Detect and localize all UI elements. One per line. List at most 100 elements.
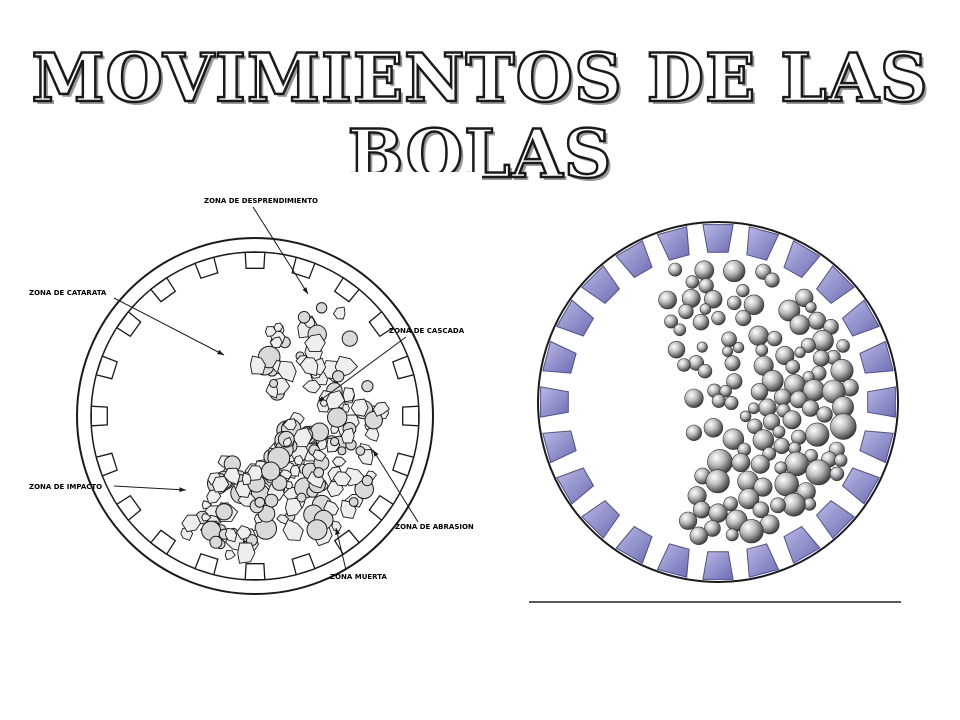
label-zona-catarata: ZONA DE CATARATA <box>29 289 107 297</box>
liner-plate <box>702 551 734 580</box>
liner-plate <box>656 543 690 578</box>
steel-ball <box>692 501 711 519</box>
rock <box>247 465 264 481</box>
steel-ball <box>755 343 769 357</box>
steel-ball <box>748 402 760 415</box>
rock <box>201 513 212 522</box>
steel-ball <box>801 399 820 417</box>
steel-ball <box>677 358 691 372</box>
ball <box>261 461 281 481</box>
liner-plate <box>391 355 415 380</box>
steel-ball <box>812 349 830 367</box>
ball <box>348 497 359 507</box>
liner-plate <box>149 276 177 303</box>
steel-ball <box>794 346 806 358</box>
rock <box>249 355 266 375</box>
ball <box>254 496 266 508</box>
mill-ball-rendering <box>522 200 906 610</box>
ball <box>332 370 345 383</box>
ball <box>361 475 373 487</box>
steel-ball <box>743 294 765 316</box>
rock <box>282 418 297 431</box>
slide-title: MOVIMIENTOS DE LAS BOLAS <box>0 39 960 194</box>
liner-plate <box>556 467 595 505</box>
liner-plate <box>291 256 316 280</box>
rock <box>282 519 304 541</box>
steel-ball <box>727 295 742 311</box>
liner-plate <box>859 430 894 464</box>
rock <box>319 399 328 407</box>
steel-ball <box>800 338 816 354</box>
rock <box>282 436 293 448</box>
steel-ball <box>789 314 810 335</box>
rock <box>341 427 355 444</box>
mill-zones-drawing: ZONA DE DESPRENDIMIENTO ZONA DE CATARATA… <box>29 197 474 595</box>
ball-charge <box>658 259 859 545</box>
rock <box>331 520 342 532</box>
leader-arrowhead <box>302 287 308 294</box>
leader-line <box>252 206 309 295</box>
steel-ball <box>738 488 760 510</box>
liner-plate <box>581 265 621 305</box>
liner-plate <box>194 256 219 280</box>
rock <box>332 471 352 487</box>
liner-plate <box>746 226 780 261</box>
steel-ball <box>775 346 795 366</box>
steel-ball <box>673 323 687 337</box>
leader-line <box>335 527 347 571</box>
rock <box>224 527 238 543</box>
steel-ball <box>664 314 678 329</box>
rock <box>277 360 297 383</box>
liner-plate <box>368 494 395 522</box>
rock <box>273 322 284 333</box>
steel-ball <box>711 310 726 326</box>
rock <box>237 542 256 564</box>
label-zona-impacto: ZONA DE IMPACTO <box>29 483 102 491</box>
ball <box>355 446 366 456</box>
leader-line <box>113 297 225 356</box>
rock <box>342 387 355 403</box>
steel-ball <box>723 496 738 512</box>
liner-plate <box>402 405 420 427</box>
ball <box>330 437 340 447</box>
steel-ball <box>764 272 780 288</box>
ball <box>297 311 311 324</box>
label-zona-desprendimiento: ZONA DE DESPRENDIMIENTO <box>204 197 318 205</box>
rock <box>331 456 347 467</box>
steel-ball <box>698 278 714 294</box>
leader-arrowhead <box>373 450 379 457</box>
steel-ball <box>703 418 724 438</box>
steel-ball <box>805 422 830 447</box>
steel-ball <box>708 503 728 523</box>
steel-ball <box>705 469 730 494</box>
mill-shell <box>76 237 434 595</box>
liner-plate <box>841 467 880 505</box>
steel-ball <box>811 329 834 352</box>
rock <box>264 326 277 337</box>
ball <box>315 302 328 314</box>
liner-plate <box>815 499 855 539</box>
ball <box>337 446 347 456</box>
liner-plate <box>291 552 316 576</box>
steel-ball <box>762 413 781 431</box>
steel-ball <box>723 259 746 283</box>
steel-ball <box>685 424 702 441</box>
rock <box>224 550 236 561</box>
steel-ball <box>836 339 850 353</box>
liner-plate <box>90 405 108 427</box>
liner-plate <box>656 226 690 261</box>
steel-ball <box>778 299 801 322</box>
leader-arrowhead <box>335 528 340 535</box>
ball <box>306 519 328 541</box>
rock <box>201 500 213 510</box>
liner-plate <box>540 386 569 418</box>
steel-ball <box>733 342 745 354</box>
steel-ball <box>808 311 827 330</box>
steel-ball <box>739 519 764 544</box>
ball <box>271 475 288 491</box>
liner-plate <box>841 299 880 337</box>
steel-ball <box>785 359 801 375</box>
liner-plate <box>244 563 266 581</box>
steel-ball <box>782 410 802 430</box>
rock <box>289 464 300 477</box>
